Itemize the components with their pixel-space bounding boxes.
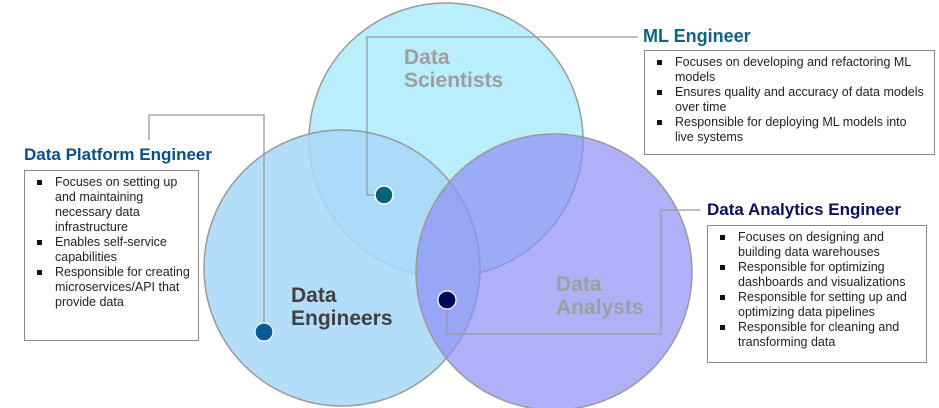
bullet-item: Focuses on developing and refactoring ML…: [657, 55, 926, 85]
bullet-item: Focuses on setting up and maintaining ne…: [37, 175, 190, 235]
label-line: Scientists: [404, 69, 504, 92]
bullet-item: Focuses on designing and building data w…: [720, 230, 918, 260]
bullet-item: Responsible for optimizing dashboards an…: [720, 260, 918, 290]
bullet-item: Responsible for setting up and optimizin…: [720, 290, 918, 320]
label-data-analysts: Data Analysts: [556, 273, 644, 319]
ml-engineer-title: ML Engineer: [643, 26, 751, 46]
data-platform-engineer-box: Focuses on setting up and maintaining ne…: [24, 170, 199, 341]
bullet-item: Enables self-service capabilities: [37, 235, 190, 265]
label-data-scientists: Data Scientists: [404, 46, 503, 92]
dot-ml-engineer: [374, 185, 394, 205]
dot-data-analytics-engineer: [437, 290, 457, 310]
data-platform-engineer-title: Data Platform Engineer: [24, 145, 212, 164]
bullet-item: Responsible for cleaning and transformin…: [720, 320, 918, 350]
connector-data-analytics-engineer: [446, 209, 700, 335]
bullet-item: Responsible for deploying ML models into…: [657, 115, 926, 145]
label-line: Data: [404, 46, 450, 69]
bullet-item: Responsible for creating microservices/A…: [37, 265, 190, 309]
label-line: Data: [556, 273, 602, 296]
ml-engineer-bullets: Focuses on developing and refactoring ML…: [653, 55, 926, 145]
bullet-item: Ensures quality and accuracy of data mod…: [657, 85, 926, 115]
data-analytics-engineer-box: Focuses on designing and building data w…: [707, 225, 927, 363]
data-analytics-engineer-bullets: Focuses on designing and building data w…: [716, 230, 918, 350]
circle-data-analysts: [415, 133, 693, 408]
label-line: Data: [291, 284, 337, 307]
label-line: Engineers: [291, 307, 393, 330]
data-analytics-engineer-title: Data Analytics Engineer: [707, 200, 901, 219]
label-line: Analysts: [556, 296, 644, 319]
dot-data-platform-engineer: [254, 322, 274, 342]
connector-data-platform-engineer: [148, 114, 265, 332]
label-data-engineers: Data Engineers: [291, 284, 393, 330]
ml-engineer-box: Focuses on developing and refactoring ML…: [644, 50, 935, 155]
data-platform-engineer-bullets: Focuses on setting up and maintaining ne…: [33, 175, 190, 310]
